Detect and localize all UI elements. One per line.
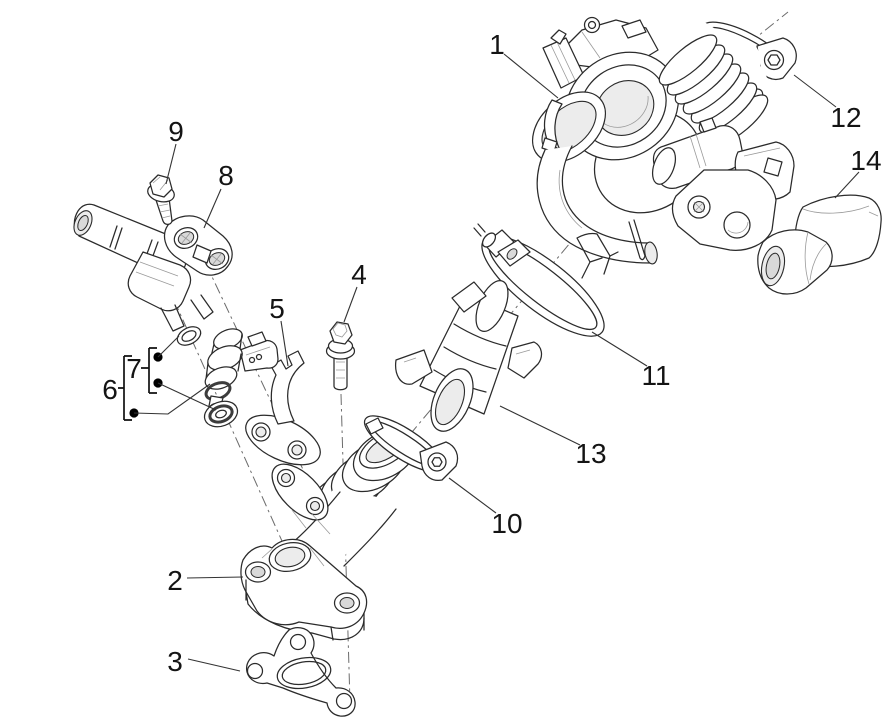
callout-2: 2	[167, 565, 183, 596]
part-intake-manifold	[240, 428, 418, 641]
leader-2	[186, 576, 244, 579]
dot-line-oring	[157, 335, 180, 358]
callout-10: 10	[491, 508, 522, 539]
callout-12: 12	[830, 102, 861, 133]
dot-line-injector	[133, 383, 211, 415]
callout-14: 14	[850, 145, 881, 176]
leader-3	[187, 658, 241, 672]
part-injector-and-seals	[176, 326, 279, 428]
part-hose-clamp-11	[473, 223, 605, 337]
callout-labels: 1 2 3 4 5 6 7 8 9 10 11 12 13 14	[102, 29, 881, 677]
part-cable-bracket-assembly	[73, 203, 233, 332]
part-support-bracket	[245, 350, 321, 466]
leader-13	[499, 405, 581, 446]
callout-4: 4	[351, 259, 367, 290]
part-bolt-4	[325, 321, 356, 391]
leader-1	[503, 53, 559, 99]
leader-8	[203, 188, 222, 229]
leader-4	[343, 286, 358, 323]
callout-7: 7	[126, 353, 142, 384]
part-hose-clamp-10	[363, 415, 459, 482]
leader-5	[280, 320, 289, 367]
dot-line-grommet	[157, 382, 217, 411]
bracket-6	[118, 355, 132, 421]
part-connector-boot	[757, 194, 882, 295]
callout-1: 1	[489, 29, 505, 60]
callout-5: 5	[269, 293, 285, 324]
leader-9	[165, 143, 177, 185]
callout-brackets	[118, 335, 217, 421]
callout-13: 13	[575, 438, 606, 469]
leader-10	[448, 477, 497, 514]
callout-8: 8	[218, 160, 234, 191]
leader-14	[834, 171, 860, 199]
callout-6: 6	[102, 374, 118, 405]
axis-clamp-12	[697, 11, 789, 85]
leader-12	[793, 74, 837, 108]
part-rubber-sleeve	[394, 280, 543, 432]
part-throttle-body	[531, 16, 798, 279]
leader-11	[591, 331, 648, 367]
callout-9: 9	[168, 116, 184, 147]
leader-lines	[165, 53, 860, 672]
bracket-7	[141, 347, 157, 394]
part-bolt-9	[147, 174, 175, 225]
callout-3: 3	[167, 646, 183, 677]
part-gasket	[245, 627, 356, 717]
callout-11: 11	[641, 360, 670, 391]
